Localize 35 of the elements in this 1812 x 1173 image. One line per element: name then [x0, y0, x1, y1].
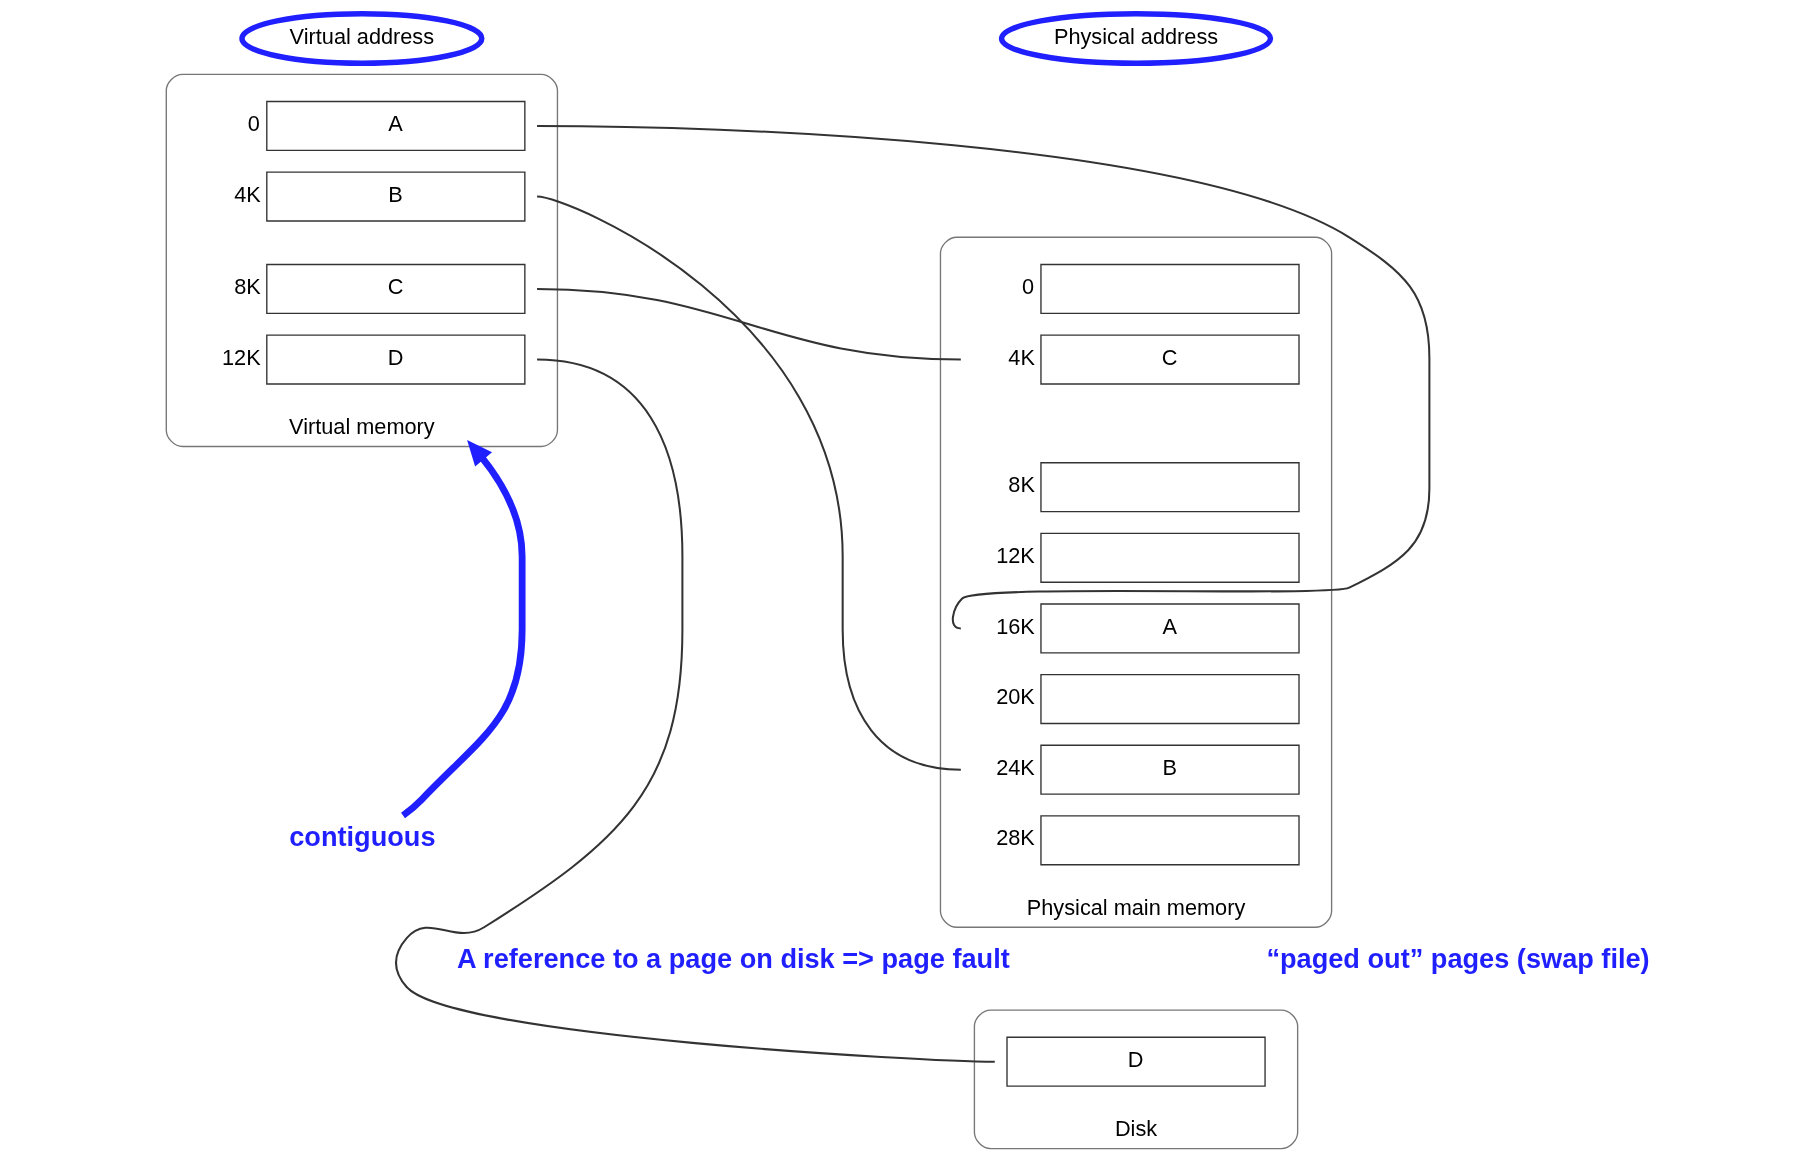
node-box: C — [1039, 334, 1300, 385]
node-box: A — [265, 100, 526, 152]
node-box: D — [1005, 1036, 1266, 1087]
node-ellipse: Physical address — [998, 10, 1273, 66]
node-box — [1039, 673, 1300, 725]
node-box — [1039, 532, 1300, 583]
node-box — [1039, 263, 1300, 315]
node-label: 4K — [233, 181, 261, 207]
node-text: contiguous — [288, 820, 436, 852]
label: A reference to a page on disk => page fault — [456, 942, 1010, 974]
node-label: 12K — [221, 344, 261, 370]
connector — [536, 124, 1430, 629]
label: “paged out” pages (swap file) — [1265, 942, 1650, 974]
node-label: 8K — [233, 274, 261, 300]
node-box: B — [1039, 744, 1300, 795]
node-box: B — [265, 171, 526, 222]
node-label: 12K — [995, 542, 1035, 568]
node-label: 24K — [995, 754, 1035, 780]
node-ellipse: Virtual address — [238, 10, 484, 66]
node-box: C — [265, 263, 526, 315]
node-label: 4K — [1007, 344, 1035, 370]
node-label: 8K — [1007, 472, 1035, 498]
node-label: 20K — [995, 684, 1035, 710]
connector — [536, 287, 961, 361]
node-box — [1039, 815, 1300, 866]
node-label: 28K — [995, 825, 1035, 851]
connector — [395, 358, 995, 1063]
node-label: 0 — [1021, 274, 1034, 300]
connector — [536, 195, 961, 771]
node-label: 0 — [247, 111, 260, 137]
node-label: 16K — [995, 613, 1035, 639]
arrow — [400, 440, 526, 819]
node-box — [1039, 462, 1300, 513]
node-box: D — [265, 334, 526, 385]
node-box: A — [1039, 603, 1300, 654]
